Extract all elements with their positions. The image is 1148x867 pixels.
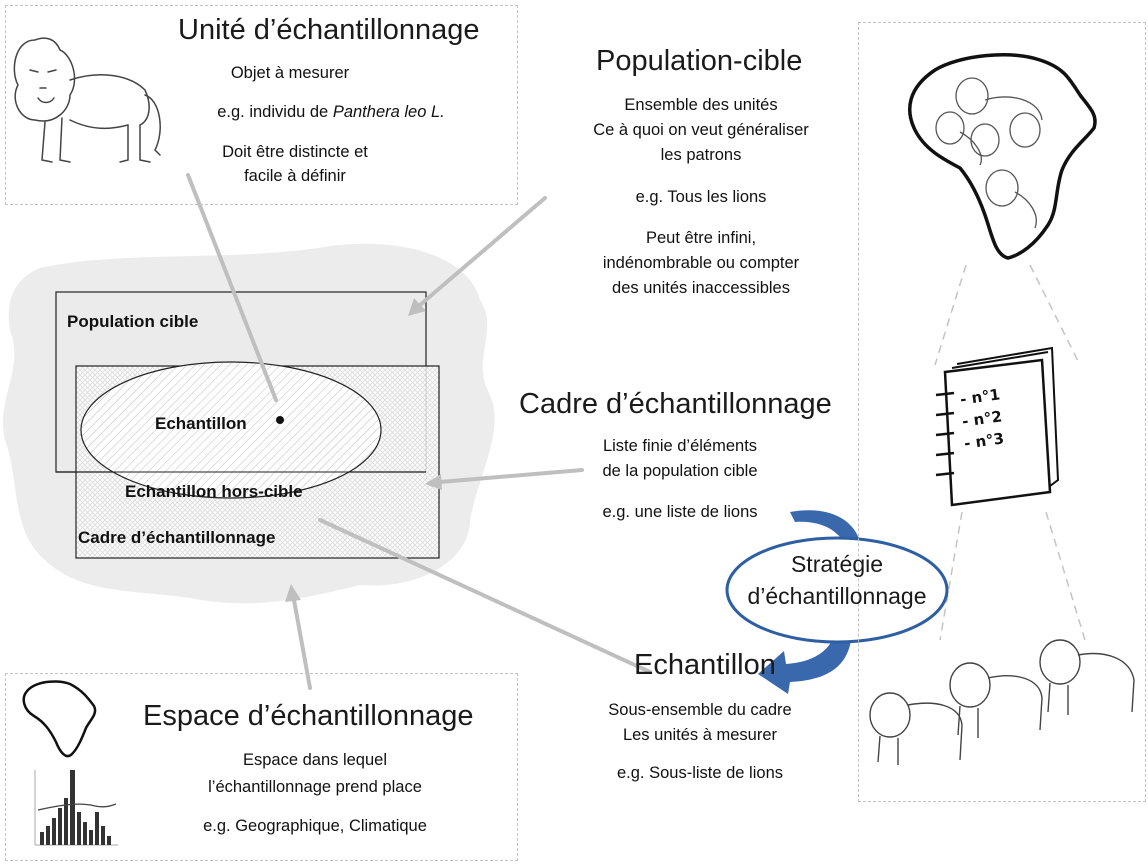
venn-frame-label: Cadre d’échantillonnage — [78, 528, 276, 547]
venn-sample-label: Echantillon — [155, 414, 247, 433]
strategy-line2: d’échantillonnage — [747, 583, 927, 610]
sampling-frame-example: e.g. une liste de lions — [602, 503, 758, 521]
target-population-line2: Ce à quoi on veut généraliser — [593, 121, 809, 139]
target-population-title: Population-cible — [596, 45, 803, 77]
connector-arrows — [186, 173, 652, 690]
strategy-label: Stratégie d’échantillonnage — [727, 548, 947, 612]
target-population-line1: Ensemble des unités — [624, 96, 778, 114]
target-population-line6: indénombrable ou compter — [602, 254, 800, 272]
sampling-unit-box — [5, 5, 518, 205]
right-column-box — [858, 22, 1146, 802]
target-population-line5: Peut être infini, — [645, 229, 757, 247]
target-population-line7: des unités inaccessibles — [612, 279, 790, 297]
africa-lions-icon — [907, 53, 1097, 260]
venn-population-label: Population cible — [67, 312, 199, 331]
sample-example: e.g. Sous-liste de lions — [616, 764, 783, 782]
sample-line1: Sous-ensemble du cadre — [608, 701, 792, 719]
strategy-ellipse — [725, 536, 949, 644]
sample-title: Echantillon — [634, 649, 776, 681]
sampling-space-title: Espace d’échantillonnage — [143, 700, 474, 732]
echantillon-ellipse — [80, 361, 382, 499]
sampling-frame-line1: Liste finie d’éléments — [602, 437, 758, 455]
sampling-unit-example-species: Panthera leo L. — [332, 103, 445, 121]
sampling-unit-line1: Objet à mesurer — [230, 64, 350, 82]
strategy-arrow-bottom — [758, 632, 852, 694]
echantillon-dot — [276, 416, 284, 424]
target-population-line3: les patrons — [660, 146, 742, 164]
sampling-space-line1: Espace dans lequel — [242, 751, 388, 769]
sampling-frame-line2: de la population cible — [602, 462, 758, 480]
sampling-unit-line4: facile à définir — [244, 167, 346, 185]
three-lions-icon — [869, 639, 1135, 765]
africa-outline-icon — [22, 680, 97, 758]
lion-icon — [13, 37, 161, 163]
climate-chart-icon — [34, 770, 118, 846]
sampling-unit-line3: Doit être distincte et — [222, 143, 368, 161]
sampling-space-line2: l’échantillonnage prend place — [208, 778, 422, 796]
target-population-example: e.g. Tous les lions — [635, 188, 767, 206]
sampling-unit-title: Unité d’échantillonnage — [178, 14, 480, 46]
sampling-space-box — [5, 673, 518, 861]
sampling-unit-example: e.g. individu de Panthera leo L. — [176, 102, 486, 124]
notebook-icon — [935, 346, 1060, 507]
right-dashed-connectors — [934, 264, 1086, 641]
venn-off-target-label: Echantillon hors-cible — [125, 482, 303, 501]
sample-line2: Les unités à mesurer — [622, 726, 778, 744]
sampling-space-example: e.g. Geographique, Climatique — [203, 817, 427, 835]
strategy-line1: Stratégie — [790, 551, 884, 577]
sampling-unit-example-prefix: e.g. individu de — [217, 103, 333, 121]
sampling-frame-title: Cadre d’échantillonnage — [519, 388, 832, 420]
